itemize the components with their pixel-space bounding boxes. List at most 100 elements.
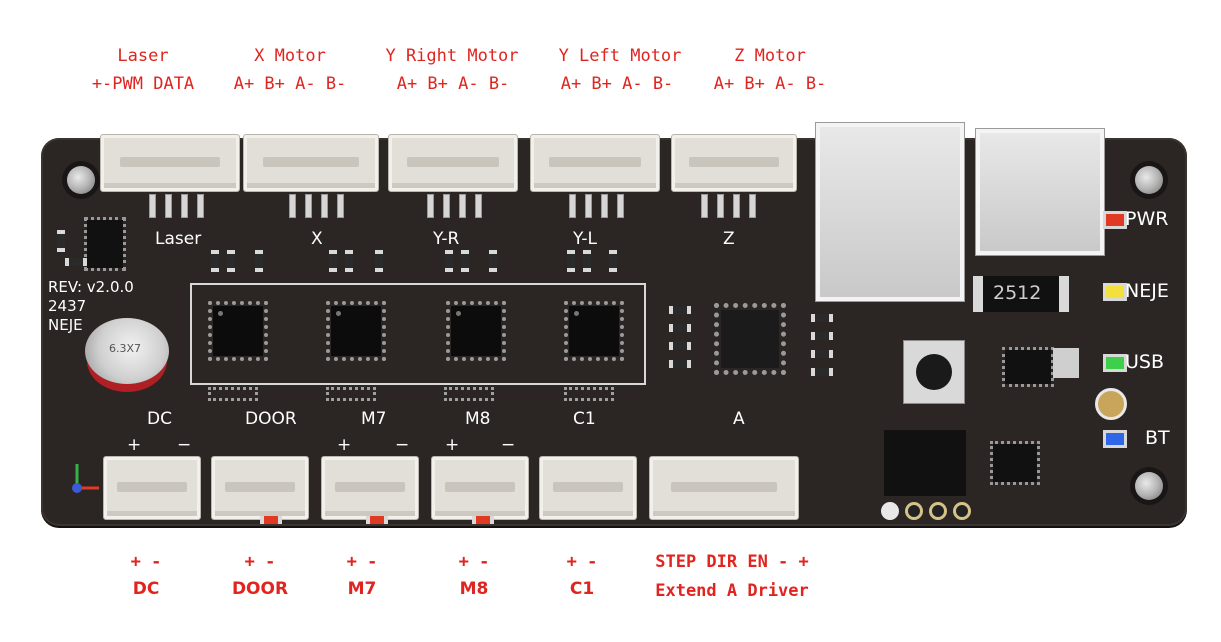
smd-led xyxy=(472,516,494,524)
smd-component xyxy=(669,342,691,350)
silk-y-r: Y-R xyxy=(433,229,460,249)
connector-pin xyxy=(305,194,312,218)
silk-m8: M8 xyxy=(465,409,491,429)
silk-resistor: 2512 xyxy=(993,282,1042,304)
stepper-driver-area xyxy=(190,283,646,385)
connector-pin xyxy=(289,194,296,218)
silk-neje: NEJE xyxy=(1125,280,1169,302)
y-left-motor-pins: A+ B+ A- B- xyxy=(560,74,674,94)
electrolytic-capacitor: 6.3X7 xyxy=(85,318,169,384)
usb-jack xyxy=(975,128,1105,256)
connector-pin xyxy=(475,194,482,218)
smd-component xyxy=(669,306,691,314)
smd-component xyxy=(345,250,353,272)
regulator-chip xyxy=(990,441,1040,485)
connector-pin xyxy=(181,194,188,218)
laser-pins: +-PWM DATA xyxy=(91,74,195,94)
shunt-resistor: 2512 xyxy=(973,276,1069,312)
header-pad xyxy=(905,502,923,520)
smd-component xyxy=(811,332,833,340)
silk-pwr: PWR xyxy=(1125,208,1169,230)
x-motor-connector xyxy=(243,134,379,192)
laser-connector xyxy=(100,134,240,192)
connector-pin xyxy=(443,194,450,218)
connector-pin xyxy=(149,194,156,218)
silk-code: 2437 xyxy=(48,297,87,315)
x-motor-pins: A+ B+ A- B- xyxy=(233,74,347,94)
mounting-hole-top-right xyxy=(1135,166,1163,194)
smd-led xyxy=(260,516,282,524)
silk-laser: Laser xyxy=(155,229,202,249)
smd-array xyxy=(564,387,614,401)
mounting-hole-bottom-right xyxy=(1135,472,1163,500)
smd-component xyxy=(255,250,263,272)
power-module xyxy=(884,430,966,496)
connector-pin xyxy=(427,194,434,218)
silk-plus: + xyxy=(445,435,460,455)
connector-pin xyxy=(701,194,708,218)
neje-led xyxy=(1103,283,1127,301)
silk-m7: M7 xyxy=(361,409,387,429)
smd-component xyxy=(669,324,691,332)
smd-component xyxy=(811,368,833,376)
smd-component xyxy=(461,250,469,272)
smd-array xyxy=(208,387,258,401)
connector-pin xyxy=(585,194,592,218)
crystal xyxy=(1053,348,1079,378)
dc-connector xyxy=(103,456,201,520)
silk-dc: DC xyxy=(147,409,172,429)
y-right-motor-connector xyxy=(388,134,518,192)
door-name: DOOR xyxy=(231,579,289,599)
z-motor-pins: A+ B+ A- B- xyxy=(713,74,827,94)
connector-pin xyxy=(321,194,328,218)
silk-minus: − xyxy=(501,435,516,455)
stepper-driver-z xyxy=(564,301,624,361)
silk-plus: + xyxy=(127,435,142,455)
door-pins: + - xyxy=(244,552,276,572)
stepper-driver-y-right xyxy=(326,301,386,361)
silk-y-l: Y-L xyxy=(573,229,597,249)
connector-pin xyxy=(601,194,608,218)
m8-pins: + - xyxy=(458,552,490,572)
silk-a: A xyxy=(733,409,745,429)
silk-c1: C1 xyxy=(573,409,596,429)
extend-pins: STEP DIR EN - + xyxy=(655,552,809,572)
m7-pins: + - xyxy=(346,552,378,572)
silk-z: Z xyxy=(723,229,735,249)
silk-brand: NEJE xyxy=(48,316,83,334)
silk-bt: BT xyxy=(1145,427,1170,449)
z-motor-title: Z Motor xyxy=(734,46,806,66)
stepper-driver-x xyxy=(208,301,268,361)
smd-component xyxy=(375,250,383,272)
connector-pin xyxy=(733,194,740,218)
smd-component xyxy=(211,250,219,272)
connector-pin xyxy=(717,194,724,218)
reset-button-cap[interactable] xyxy=(916,354,952,390)
smd-component xyxy=(609,250,617,272)
smd-component xyxy=(669,360,691,368)
y-left-motor-title: Y Left Motor xyxy=(558,46,682,66)
silk-minus: − xyxy=(177,435,192,455)
reset-button[interactable] xyxy=(903,340,965,404)
usb-led xyxy=(1103,354,1127,372)
stepper-driver-y-left xyxy=(446,301,506,361)
door-connector xyxy=(211,456,309,520)
dc-pins: + - xyxy=(130,552,162,572)
silk-plus: + xyxy=(337,435,352,455)
y-right-motor-pins: A+ B+ A- B- xyxy=(396,74,510,94)
c1-connector xyxy=(539,456,637,520)
m7-name: M7 xyxy=(347,579,377,599)
smd-component xyxy=(489,250,497,272)
c1-name: C1 xyxy=(569,579,595,599)
extend-name: Extend A Driver xyxy=(655,581,809,601)
header-pad xyxy=(953,502,971,520)
connector-pin xyxy=(569,194,576,218)
header-pad xyxy=(881,502,899,520)
smd-component xyxy=(811,314,833,322)
smd-component xyxy=(445,250,453,272)
bt-led xyxy=(1103,430,1127,448)
connector-pin xyxy=(749,194,756,218)
y-right-motor-title: Y Right Motor xyxy=(385,46,519,66)
microcontroller xyxy=(714,303,786,375)
m7-connector xyxy=(321,456,419,520)
